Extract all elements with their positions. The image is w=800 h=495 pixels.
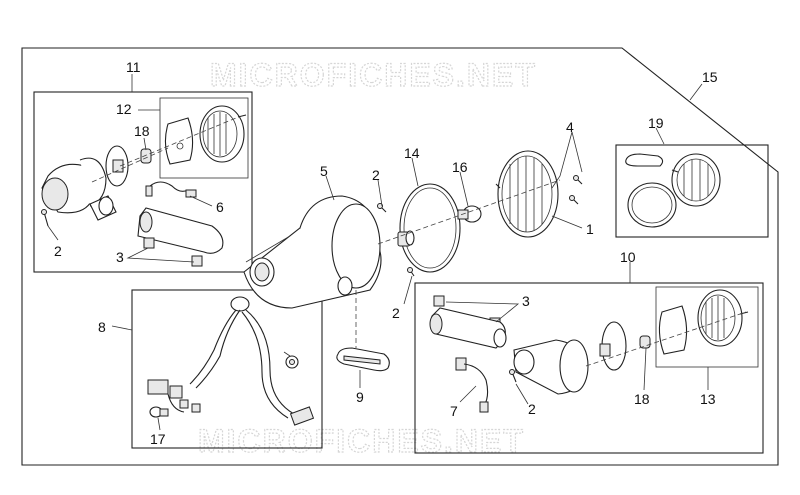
- bulb-18-top: [140, 148, 152, 164]
- wire-connector-6: [145, 181, 197, 198]
- ring-seal-19: [627, 182, 677, 228]
- callout-17: 17: [150, 431, 166, 447]
- callout-19: 19: [648, 115, 664, 131]
- bracket-arm-10: [429, 307, 507, 349]
- callout-18-top: 18: [134, 123, 150, 139]
- screw-small-11: [237, 114, 247, 118]
- screws-4: [495, 175, 583, 205]
- reflector-plate-13: [658, 305, 688, 355]
- screw-2-center-top: [377, 203, 387, 213]
- callout-1: 1: [586, 221, 594, 237]
- gasket-strip-19: [625, 153, 664, 167]
- screw-2-right: [509, 369, 517, 383]
- lens-12: [199, 105, 245, 163]
- reflector-disc-10: [599, 321, 627, 371]
- reflector-disc-11: [105, 145, 129, 187]
- callout-7: 7: [450, 403, 458, 419]
- bulb-16: [457, 205, 482, 223]
- bulb-17: [149, 406, 169, 418]
- box-front-left-indicator: [33, 91, 253, 273]
- box-lens-subgroup-13: [655, 286, 759, 368]
- reflector-14: [397, 183, 461, 273]
- box-wiring-harness: [131, 289, 323, 449]
- screw-2-center-bottom: [407, 267, 415, 277]
- wire-connector-7: [455, 357, 489, 413]
- screw-2-left: [41, 209, 49, 227]
- lens-19: [671, 153, 721, 207]
- callout-2-center-bottom: 2: [392, 305, 400, 321]
- callout-6: 6: [216, 199, 224, 215]
- box-rear-right-indicator: [414, 282, 764, 454]
- indicator-body-11: [41, 157, 117, 221]
- callout-15: 15: [702, 69, 718, 85]
- callout-14: 14: [404, 145, 420, 161]
- watermark-bottom: MICROFICHES.NET: [198, 423, 525, 459]
- callout-2-left: 2: [54, 243, 62, 259]
- callout-2-center-top: 2: [372, 167, 380, 183]
- bulb-18-bottom: [639, 335, 651, 349]
- headlight-shell-5: [243, 195, 382, 309]
- callout-11: 11: [126, 59, 141, 75]
- callout-10: 10: [620, 249, 636, 265]
- outer-frame: [21, 47, 779, 466]
- callout-3-left: 3: [116, 249, 124, 265]
- grommet-8: [283, 351, 299, 369]
- watermark-top: MICROFICHES.NET: [210, 57, 537, 93]
- callout-18-bottom: 18: [634, 391, 650, 407]
- callout-2-right: 2: [528, 401, 536, 417]
- callout-9: 9: [356, 389, 364, 405]
- wiring-harness-8: [147, 296, 315, 426]
- callout-5: 5: [320, 163, 328, 179]
- callout-12: 12: [116, 101, 132, 117]
- box-lens-kit-19: [615, 144, 769, 238]
- bracket-arm-11: [137, 207, 224, 254]
- callout-3-right: 3: [522, 293, 530, 309]
- nut-3-left: [143, 237, 203, 267]
- leader-lines: [47, 74, 709, 431]
- indicator-body-10: [513, 339, 589, 395]
- callout-8: 8: [98, 319, 106, 335]
- gasket-9: [336, 347, 390, 372]
- callout-4: 4: [566, 119, 574, 135]
- callout-13: 13: [700, 391, 716, 407]
- reflector-plate-12: [164, 117, 194, 165]
- headlight-lens-1: [497, 150, 559, 238]
- callout-16: 16: [452, 159, 468, 175]
- box-lens-subgroup-12: [159, 97, 249, 179]
- lens-13: [697, 289, 749, 347]
